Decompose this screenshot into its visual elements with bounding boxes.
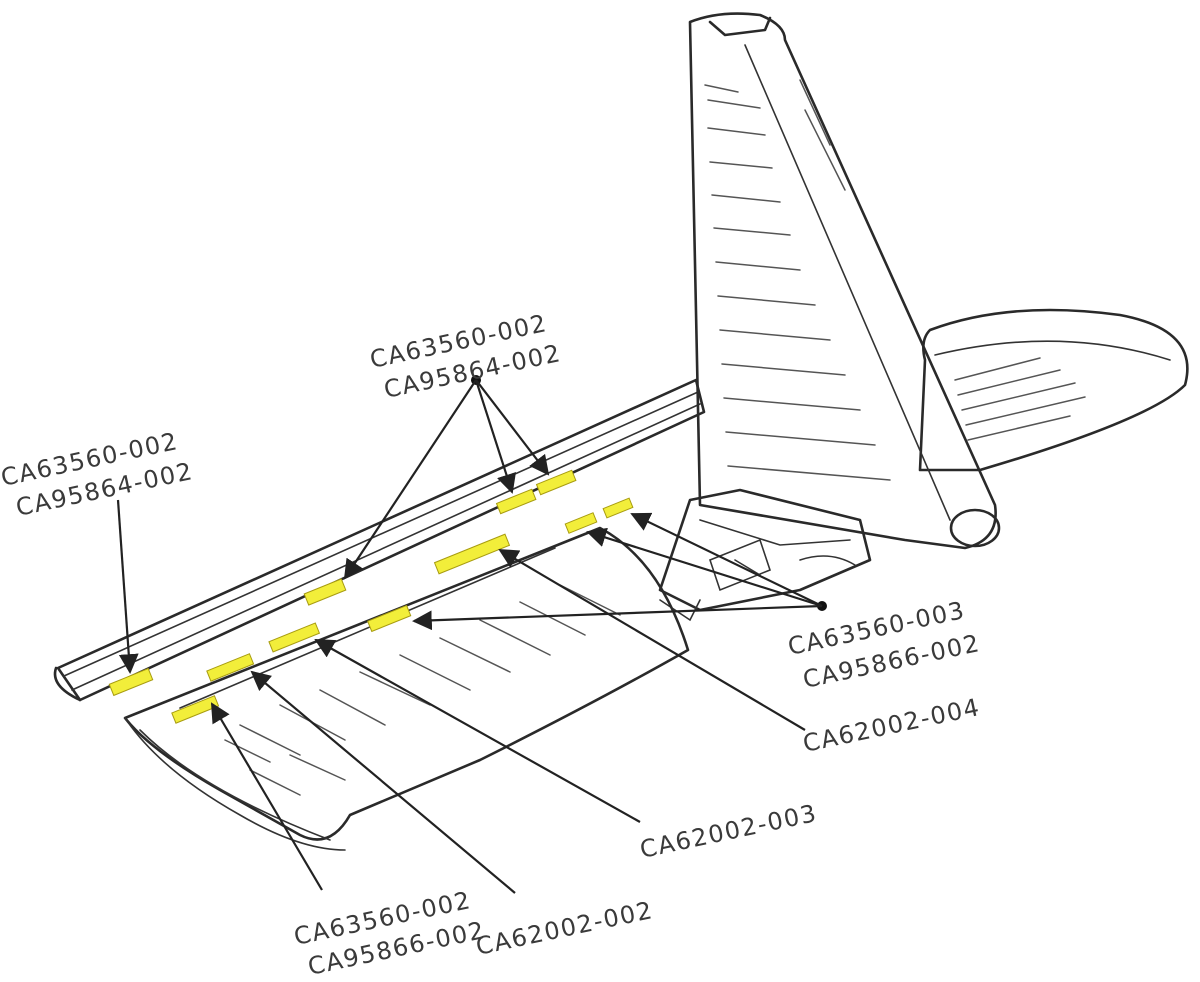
near-stabilizer-ribs bbox=[224, 584, 621, 796]
highlight-part bbox=[433, 533, 511, 575]
right-stabilizer-ribs bbox=[954, 357, 1086, 441]
left-horizontal-stabilizer bbox=[53, 378, 706, 702]
highlight-part bbox=[495, 488, 537, 515]
highlight-part bbox=[108, 667, 154, 697]
highlight-part bbox=[564, 512, 598, 534]
highlight-part bbox=[206, 653, 255, 682]
callout-center-lower: CA62002-003 bbox=[637, 799, 819, 864]
callout-right: CA63560-003 CA95866-002 bbox=[785, 596, 982, 694]
leader-lines bbox=[116, 375, 827, 894]
callout-top-center: CA63560-002 CA95864-002 bbox=[367, 309, 563, 404]
callout-bottom-left: CA63560-002 CA95866-002 bbox=[291, 886, 487, 981]
highlight-part bbox=[303, 578, 347, 606]
callout-label: CA62002-003 bbox=[637, 799, 819, 864]
fin-ribs bbox=[704, 79, 891, 481]
highlighted-parts bbox=[108, 469, 634, 724]
fuselage-stub bbox=[658, 488, 872, 622]
callout-label: CA62002-002 bbox=[473, 896, 655, 961]
callout-right-lower: CA62002-004 bbox=[800, 693, 982, 758]
highlight-part bbox=[367, 604, 412, 633]
near-horizontal-stabilizer bbox=[123, 526, 690, 851]
highlight-part bbox=[602, 497, 634, 519]
highlight-part bbox=[535, 469, 577, 496]
callout-label: CA62002-004 bbox=[800, 693, 982, 758]
callout-bottom-mid: CA62002-002 bbox=[473, 896, 655, 961]
callout-top-left: CA63560-002 CA95864-002 bbox=[0, 427, 196, 522]
vertical-fin bbox=[688, 12, 1001, 550]
highlight-part bbox=[268, 622, 321, 653]
highlight-part bbox=[171, 695, 220, 724]
right-horizontal-stabilizer bbox=[918, 308, 1189, 472]
